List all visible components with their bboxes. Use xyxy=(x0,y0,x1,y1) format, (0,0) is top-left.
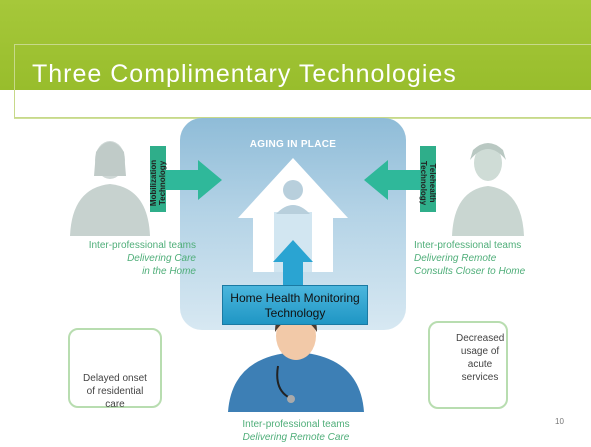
telehealth-tag-line2: Technology xyxy=(419,160,428,206)
left-caption: Inter-professional teams Delivering Care… xyxy=(60,239,196,278)
title-band xyxy=(0,0,591,90)
card-right-line4: services xyxy=(461,372,499,383)
slide-title: Three Complimentary Technologies xyxy=(32,60,457,88)
right-caption: Inter-professional teams Delivering Remo… xyxy=(414,239,564,278)
page-number: 10 xyxy=(555,417,564,426)
left-caption-line2: Delivering Care xyxy=(127,253,196,264)
hhm-line2: Technology xyxy=(264,306,326,320)
delayed-onset-card xyxy=(68,328,162,408)
telehealth-tag-text: Telehealth Technology xyxy=(419,146,437,220)
card-left-line2: of residential xyxy=(86,386,144,397)
bottom-caption-line1: Inter-professional teams xyxy=(242,419,350,430)
aging-in-place-label: AGING IN PLACE xyxy=(249,139,337,150)
delayed-onset-text: Delayed onset of residential care xyxy=(68,372,162,411)
bottom-caption: Inter-professional teams Delivering Remo… xyxy=(226,418,366,444)
mobilization-arrow-icon xyxy=(166,160,222,200)
card-right-line3: acute xyxy=(467,359,493,370)
home-health-monitoring-box: Home Health Monitoring Technology xyxy=(222,285,368,325)
card-right-line2: usage of xyxy=(460,346,500,357)
telehealth-tag-line1: Telehealth xyxy=(428,163,437,203)
telehealth-arrow-icon xyxy=(364,160,420,200)
mobilization-tag-text: Mobilization Technology xyxy=(149,146,167,220)
title-frame xyxy=(14,44,591,118)
left-caption-line1: Inter-professional teams xyxy=(88,240,196,251)
hhm-line1: Home Health Monitoring xyxy=(230,291,360,305)
mobilization-tag-line2: Technology xyxy=(158,160,167,206)
decreased-usage-card xyxy=(428,321,508,409)
left-caption-line3: in the Home xyxy=(142,266,196,277)
right-caption-line1: Inter-professional teams xyxy=(414,240,522,251)
decreased-usage-text: Decreased usage of acute services xyxy=(456,332,504,384)
mobilization-tag-line1: Mobilization xyxy=(149,159,158,207)
card-right-line1: Decreased xyxy=(456,333,505,344)
bottom-caption-line2: Delivering Remote Care xyxy=(242,432,350,443)
right-caption-line2: Delivering Remote xyxy=(414,253,497,264)
card-left-line1: Delayed onset xyxy=(83,373,147,384)
right-caption-line3: Consults Closer to Home xyxy=(414,266,526,277)
monitoring-arrow-icon xyxy=(273,240,313,286)
telehealth-tag xyxy=(420,146,436,212)
card-left-line3: care xyxy=(105,399,125,410)
mobilization-tag xyxy=(150,146,166,212)
